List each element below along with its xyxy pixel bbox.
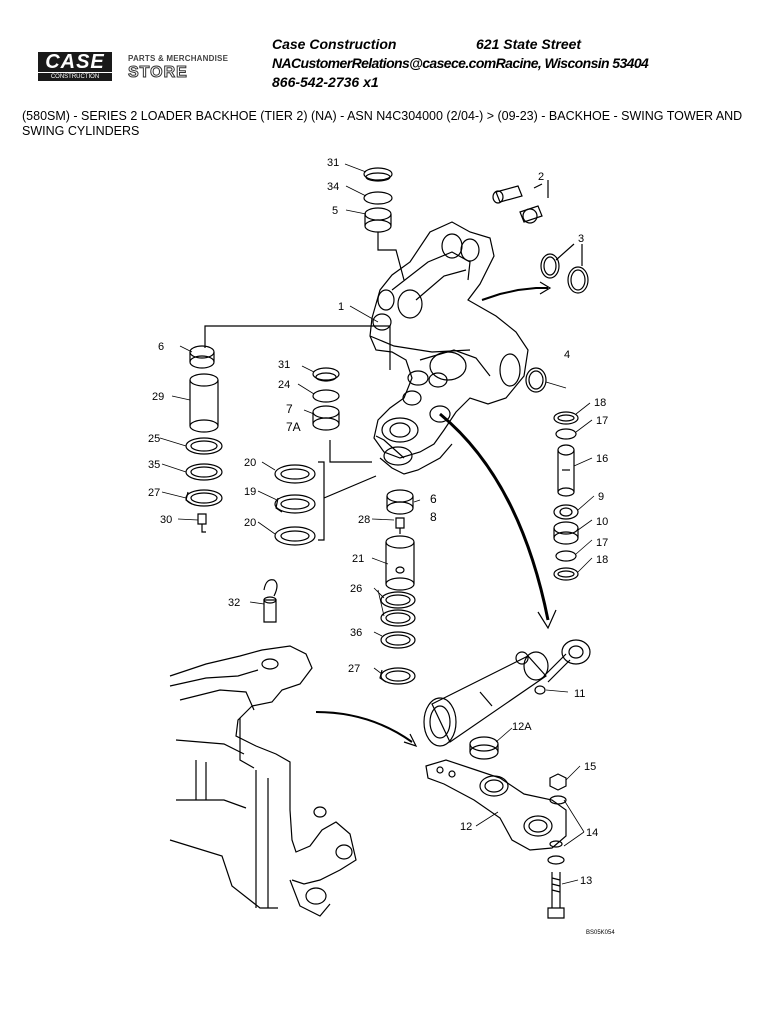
callout-31: 31 [327,157,339,169]
callout-6: 6 [158,341,164,353]
callout-7: 7 [286,402,293,416]
callout-27: 27 [148,487,160,499]
callout-3: 3 [578,233,584,245]
callout-27-b: 27 [348,663,360,675]
callout-1: 1 [338,301,344,313]
logo-subbrand: CONSTRUCTION [38,73,112,81]
callout-4: 4 [564,349,570,361]
callout-13: 13 [580,875,592,887]
callout-10: 10 [596,516,608,528]
company-name: Case Construction [272,36,397,52]
callout-9: 9 [598,491,604,503]
callout-21: 21 [352,553,364,565]
case-logo: CASE CONSTRUCTION [38,52,112,82]
callout-5: 5 [332,205,338,217]
street-address: 621 State Street [476,36,582,52]
callout-18-b: 18 [596,554,608,566]
callout-31-b: 31 [278,359,290,371]
callout-19: 19 [244,486,256,498]
store-logo-top: PARTS & MERCHANDISE [128,54,229,63]
callout-20-b: 20 [244,517,256,529]
callout-2: 2 [538,171,544,183]
callout-25: 25 [148,433,160,445]
page-title: (580SM) - SERIES 2 LOADER BACKHOE (TIER … [22,109,743,138]
callout-8: 8 [430,510,437,524]
swing-tower [369,221,529,475]
callout-16: 16 [596,453,608,465]
store-logo: STORE [128,64,188,82]
callout-24: 24 [278,379,290,391]
callout-34: 34 [327,181,339,193]
callout-17-b: 17 [596,537,608,549]
callout-14: 14 [586,827,598,839]
callout-26: 26 [350,583,362,595]
callout-17: 17 [596,415,608,427]
phone-number: 866-542-2736 x1 [272,74,379,90]
callout-29: 29 [152,391,164,403]
callout-7a: 7A [286,420,301,434]
callout-12: 12 [460,821,472,833]
callout-35: 35 [148,459,160,471]
callout-32: 32 [228,597,240,609]
swing-link [425,759,567,851]
callout-6-b: 6 [430,492,437,506]
logo-brand: CASE [38,52,112,72]
callout-12a: 12A [512,721,532,733]
callout-20: 20 [244,457,256,469]
callout-36: 36 [350,627,362,639]
loader-frame [169,645,357,917]
callout-28: 28 [358,514,370,526]
callout-15: 15 [584,761,596,773]
callout-30: 30 [160,514,172,526]
callout-11: 11 [574,688,585,700]
swing-cylinder [423,639,591,747]
callout-18: 18 [594,397,606,409]
diagram-code: BS05K054 [586,930,615,936]
email-city: NACustomerRelations@casece.comRacine, Wi… [272,55,649,71]
